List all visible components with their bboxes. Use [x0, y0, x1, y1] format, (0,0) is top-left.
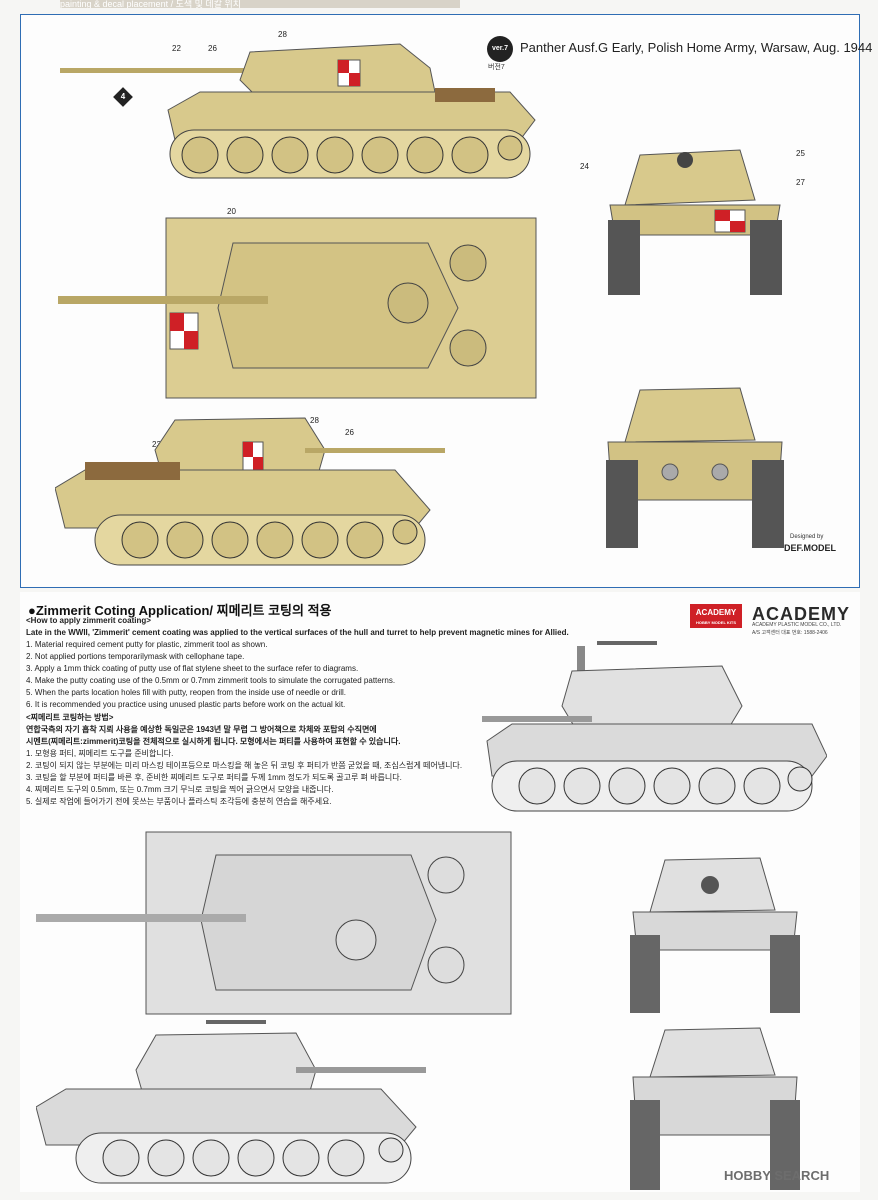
en-step: 2. Not applied portions temporarilymask …	[26, 652, 245, 661]
designed-by-label: Designed by	[790, 534, 824, 540]
zimmerit-tank-rear-view	[630, 1027, 800, 1190]
tank-side-view-left	[55, 417, 445, 566]
kr-heading: <찌메리트 코팅하는 방법>	[26, 713, 114, 722]
tank-side-view-right	[60, 43, 536, 179]
brand-subtitle: ACADEMY PLASTIC MODEL CO., LTD.	[752, 622, 842, 628]
zimmerit-tank-side-view	[482, 641, 827, 812]
kr-intro-2: 시멘트(찌메리트:zimmerit)코팅을 전체적으로 실시하게 됩니다. 모형…	[26, 737, 401, 746]
kr-step: 1. 모형용 퍼티, 찌메리트 도구를 준비합니다.	[26, 749, 174, 758]
zimmerit-tank-top-view	[36, 831, 512, 1015]
callout-28b: 28	[310, 416, 319, 425]
en-step: 5. When the parts location holes fill wi…	[26, 688, 347, 697]
callout-22: 22	[172, 44, 181, 53]
academy-brand-name: ACADEMY	[752, 604, 851, 624]
callout-20: 20	[227, 207, 236, 216]
zimmerit-title: ●Zimmerit Coting Application/ 찌메리트 코팅의 적…	[28, 603, 332, 618]
callout-27: 27	[796, 178, 805, 187]
en-step: 3. Apply a 1mm thick coating of putty us…	[26, 664, 359, 673]
en-heading: <How to apply zimmerit coating>	[26, 616, 151, 625]
tank-front-view	[608, 149, 782, 295]
kr-step: 3. 코팅을 할 부분에 퍼티를 바른 후, 준비한 찌메리트 도구로 퍼티를 …	[26, 773, 402, 782]
kr-step: 4. 찌메리트 도구의 0.5mm, 또는 0.7mm 크기 무늬로 코팅을 찍…	[26, 785, 334, 794]
version-title: Panther Ausf.G Early, Polish Home Army, …	[520, 40, 873, 55]
en-step: 1. Material required cement putty for pl…	[26, 640, 268, 649]
kr-step: 2. 코팅이 되지 않는 부분에는 미리 마스킹 테이프등으로 마스킹을 해 놓…	[26, 761, 463, 770]
zimmerit-tank-side-view-left	[36, 1020, 426, 1184]
kr-step: 5. 실제로 작업에 들어가기 전에 못쓰는 부품이나 플라스틱 조각등에 충분…	[26, 797, 332, 806]
en-step: 6. It is recommended you practice using …	[26, 700, 346, 709]
callout-23: 23	[152, 440, 161, 449]
callout-26: 26	[208, 44, 217, 53]
header-strip: painting & decal placement / 도색 및 데칼 위치	[60, 0, 460, 8]
zimmerit-tank-front-view	[630, 857, 800, 1013]
kr-intro-1: 연합국측의 자기 흡착 지뢰 사용을 예상한 독일군은 1943년 말 무렵 그…	[26, 725, 377, 734]
tank-top-view	[58, 217, 537, 399]
tank-rear-view	[606, 387, 784, 548]
callout-26b: 26	[345, 428, 354, 437]
designer-name: DEF.MODEL	[784, 543, 837, 553]
callout-28: 28	[278, 30, 287, 39]
version-badge: ver.7	[487, 36, 513, 62]
version-badge-sub: 버전7	[488, 64, 505, 71]
en-intro: Late in the WWII, 'Zimmerit' cement coat…	[26, 628, 569, 637]
hobby-search-watermark: HOBBY SEARCH	[724, 1168, 830, 1183]
brand-support-number: A/S 고객센터 대표 번호: 1588-2406	[752, 630, 828, 636]
callout-24: 24	[580, 162, 589, 171]
en-step: 4. Make the putty coating use of the 0.5…	[26, 676, 396, 685]
callout-25: 25	[796, 149, 805, 158]
